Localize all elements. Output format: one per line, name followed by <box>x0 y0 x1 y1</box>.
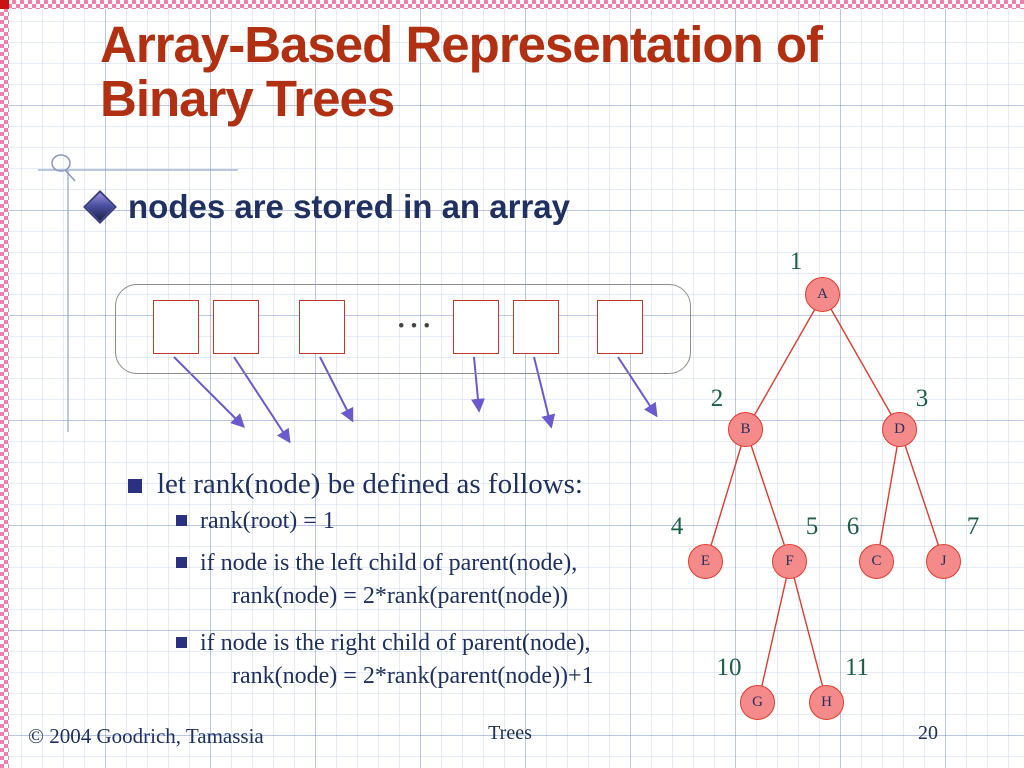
rank-label-b: 2 <box>710 385 724 412</box>
tree-node-h: H <box>809 685 844 720</box>
rank-label-e: 4 <box>670 513 684 540</box>
footer-page-number: 20 <box>918 722 938 744</box>
tree-node-b: B <box>728 412 763 447</box>
tree-edge <box>705 429 747 563</box>
rank-label-g: 10 <box>716 654 742 681</box>
array-cell <box>597 300 643 354</box>
slide-title: Array-Based Representation of Binary Tre… <box>100 16 823 128</box>
array-cell <box>213 300 259 354</box>
tree-node-a: A <box>805 277 840 312</box>
array-cell <box>453 300 499 354</box>
rule-line: if node is the left child of parent(node… <box>200 550 578 576</box>
array-cell <box>299 300 345 354</box>
rank-label-h: 11 <box>844 654 870 681</box>
tree-node-e: E <box>688 544 723 579</box>
rank-definition-heading: let rank(node) be defined as follows: <box>157 468 583 500</box>
rule-line: rank(node) = 2*rank(parent(node))+1 <box>232 663 594 689</box>
paperclip-icon <box>51 154 76 182</box>
array-cell <box>153 300 199 354</box>
rank-label-j: 7 <box>966 513 980 540</box>
tree-edge <box>745 429 791 563</box>
rule-line: if node is the right child of parent(nod… <box>200 630 591 656</box>
tree-node-c: C <box>859 544 894 579</box>
rule-line: rank(root) = 1 <box>200 508 335 534</box>
tree-edge <box>899 429 945 563</box>
intro-bullet-text: nodes are stored in an array <box>128 188 571 225</box>
square-bullet-icon <box>128 479 142 493</box>
square-bullet-icon <box>176 557 187 568</box>
intro-bullet-item: nodes are stored in an array <box>83 188 571 226</box>
tree-edge <box>757 561 791 704</box>
footer-deck-title: Trees <box>488 722 532 744</box>
tree-node-g: G <box>740 685 775 720</box>
decorative-corner-square <box>0 0 9 9</box>
rank-rule-right-child: if node is the right child of parent(nod… <box>176 627 594 693</box>
rank-rule-left-child: if node is the left child of parent(node… <box>176 547 577 613</box>
tree-edge <box>745 294 824 431</box>
tree-edge <box>789 561 828 704</box>
footer-copyright: © 2004 Goodrich, Tamassia <box>28 724 264 748</box>
rank-label-d: 3 <box>915 385 929 412</box>
tree-node-d: D <box>882 412 917 447</box>
tree-node-f: F <box>772 544 807 579</box>
rule-line: rank(node) = 2*rank(parent(node)) <box>232 583 569 609</box>
tree-edges <box>705 294 945 704</box>
array-container: … <box>115 284 691 374</box>
decorative-border-top <box>0 0 1024 9</box>
square-bullet-icon <box>176 637 187 648</box>
tree-edge <box>822 294 901 431</box>
array-cell <box>513 300 559 354</box>
rank-label-c: 6 <box>846 513 860 540</box>
diamond-bullet-icon <box>83 190 117 224</box>
square-bullet-icon <box>176 515 187 526</box>
rank-label-a: 1 <box>789 248 803 275</box>
rank-rule-root: rank(root) = 1 <box>176 505 335 538</box>
rank-label-f: 5 <box>805 513 819 540</box>
array-ellipsis: … <box>395 294 433 336</box>
tree-edge <box>876 429 901 563</box>
tree-node-j: J <box>926 544 961 579</box>
decorative-border-left <box>0 0 9 768</box>
